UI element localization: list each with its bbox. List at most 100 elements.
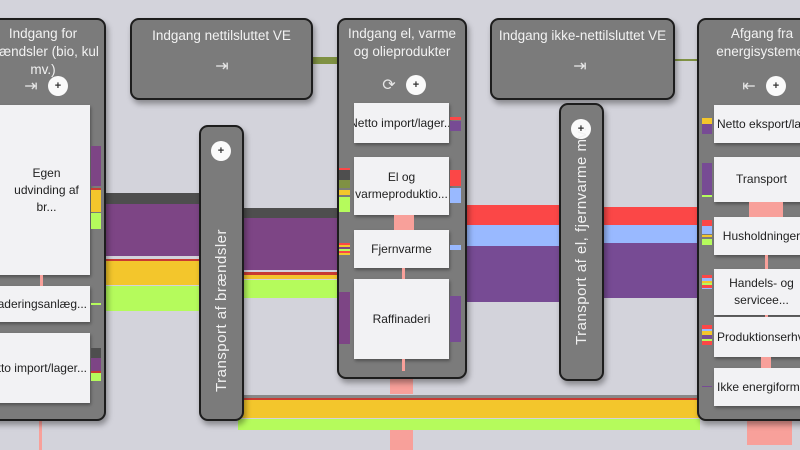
connector-line <box>749 202 783 217</box>
marker-green <box>91 213 101 229</box>
marker-stripes <box>702 275 712 289</box>
node-non-energy[interactable]: Ikke energiformål... <box>714 368 800 406</box>
node-power-heat-production[interactable]: El og varmeproduktio... <box>354 157 449 215</box>
flow-transport-green <box>240 280 345 298</box>
marker-green-2 <box>91 373 101 381</box>
connector-line-3 <box>765 315 768 317</box>
panel-grid-re-input: Indgang nettilsluttet VE ⇥ <box>130 18 313 100</box>
flow-fuel-red-line <box>100 259 210 261</box>
marker-green-left <box>339 197 350 212</box>
flow-power-red <box>465 205 565 225</box>
flow-out-red <box>600 207 700 225</box>
panel-offgrid-re-input: Indgang ikke-nettilsluttet VE ⇥ <box>490 18 675 100</box>
refresh-icon[interactable]: ⟳ <box>382 77 396 94</box>
enter-icon[interactable]: ⇥ <box>573 58 587 75</box>
panel-title: Indgang ikke-nettilsluttet VE <box>498 28 667 43</box>
loss-bar-right <box>747 420 792 445</box>
marker-green-small <box>91 303 101 305</box>
marker-yellow-left <box>339 190 350 195</box>
panel-title: Transport af brændsler <box>213 228 230 392</box>
flow-fuel-purple <box>100 204 210 256</box>
marker-yellow <box>702 118 712 124</box>
node-net-import[interactable]: Netto import/lager... <box>354 103 449 143</box>
marker-purple-line <box>702 386 712 387</box>
connector-line-2 <box>765 255 768 269</box>
panel-title: Afgang fra energisystemet <box>716 26 800 59</box>
node-net-export[interactable]: Netto eksport/lager... <box>714 105 800 143</box>
marker-stripes-left <box>339 243 350 255</box>
enter-icon[interactable]: ⇥ <box>24 78 38 95</box>
marker-green <box>702 195 712 197</box>
add-button[interactable]: + <box>766 76 786 96</box>
add-button[interactable]: + <box>571 119 591 139</box>
panel-title: Indgang el, varme og olieprodukter <box>347 26 457 59</box>
add-button[interactable]: + <box>48 76 68 96</box>
flow-out-lightblue <box>600 225 700 243</box>
marker-darkgray-left <box>339 170 350 180</box>
flow-bottom-green <box>238 419 700 430</box>
flow-bottom-yellow <box>238 400 708 418</box>
panel-power-heat-transport: + Transport af el, fjernvarme mv. <box>559 103 604 381</box>
marker-yellow-2 <box>702 235 712 237</box>
loss-bar-mid-bottom <box>390 430 413 450</box>
flow-power-lightblue <box>465 225 565 246</box>
flow-grid-re-olive <box>312 57 340 64</box>
marker-purple-2 <box>91 358 101 371</box>
node-production[interactable]: Produktionserhverv... <box>714 317 800 357</box>
flow-transport-yellow <box>240 275 345 279</box>
panel-energy-output: Afgang fra energisystemet ⇤ + Netto eksp… <box>697 18 800 421</box>
marker-green-2 <box>702 239 712 245</box>
marker-purple <box>450 121 461 131</box>
marker-red-2 <box>91 371 101 373</box>
marker-purple <box>91 146 101 186</box>
node-upgrading[interactable]: Opgraderingsanlæg... <box>0 286 90 322</box>
flow-out-purple <box>600 243 700 298</box>
panel-title: Indgang for brændsler (bio, kul mv.) <box>0 26 99 77</box>
marker-red <box>91 188 101 190</box>
marker-olive-left <box>339 180 350 188</box>
node-own-extraction[interactable]: Egen udvinding af br... <box>0 105 90 275</box>
connector-line <box>40 275 43 286</box>
connector-line-4 <box>761 357 771 368</box>
connector-line-2 <box>402 268 405 279</box>
marker-red-left <box>339 168 350 170</box>
flow-power-purple <box>465 246 565 302</box>
panel-title: Transport af el, fjernvarme mv. <box>573 126 590 345</box>
loss-bar-left <box>39 420 42 450</box>
flow-fuel-yellow <box>100 261 210 285</box>
marker-purple-left <box>339 292 350 344</box>
marker-lightblue-2 <box>450 245 461 250</box>
add-button[interactable]: + <box>211 141 231 161</box>
loss-bar-mid-top <box>390 378 413 394</box>
marker-lightblue <box>702 226 712 234</box>
panel-fuels-input: Indgang for brændsler (bio, kul mv.) ⇥ +… <box>0 18 106 421</box>
flow-offgrid-re-olive <box>675 59 700 61</box>
marker-lightblue <box>450 188 461 203</box>
node-households[interactable]: Husholdninger <box>714 217 800 255</box>
node-district-heating[interactable]: Fjernvarme <box>354 230 449 268</box>
marker-stripes-2 <box>702 325 712 345</box>
flow-fuel-darkgray <box>100 193 210 204</box>
node-refinery[interactable]: Raffinaderi <box>354 279 449 359</box>
flow-transport-red-line <box>240 272 345 275</box>
marker-darkgray <box>91 348 101 358</box>
marker-yellow <box>91 190 101 212</box>
marker-purple-2 <box>450 296 461 342</box>
flow-bottom-gray <box>238 395 708 398</box>
add-button[interactable]: + <box>406 75 426 95</box>
node-net-import[interactable]: Netto import/lager... <box>0 333 90 403</box>
connector-line-3 <box>402 359 405 371</box>
marker-purple <box>702 124 712 134</box>
marker-red-2 <box>450 170 461 186</box>
connector-line <box>394 215 414 230</box>
flow-fuel-green <box>100 286 210 311</box>
exit-icon[interactable]: ⇤ <box>742 78 756 95</box>
panel-fuel-transport: + Transport af brændsler <box>199 125 244 421</box>
enter-icon[interactable]: ⇥ <box>215 58 229 75</box>
flow-bottom-red-line <box>238 398 708 400</box>
node-trade-service[interactable]: Handels- og servicee... <box>714 269 800 315</box>
flow-transport-purple <box>240 218 345 270</box>
node-transport[interactable]: Transport <box>714 157 800 202</box>
marker-red <box>450 117 461 120</box>
marker-purple-2 <box>702 163 712 195</box>
